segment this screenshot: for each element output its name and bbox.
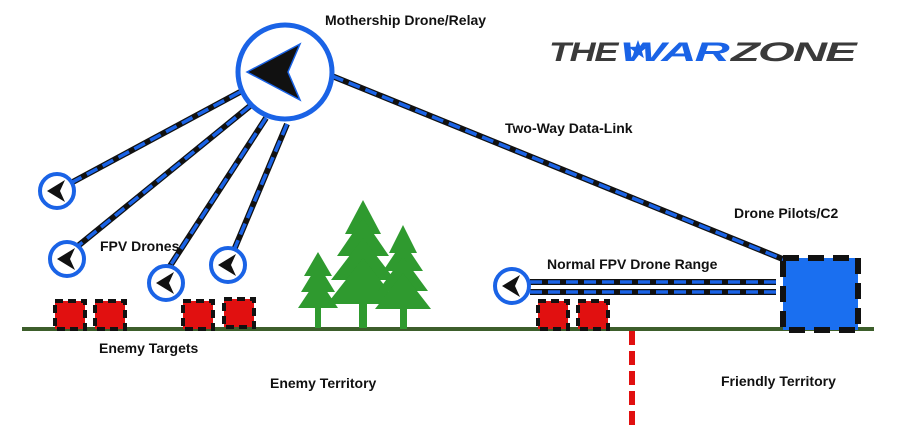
datalink-drone-2 (71, 103, 252, 253)
fpv-drone-icon (48, 240, 86, 278)
pine-tree-icon (327, 200, 399, 328)
enemy-target-icon (536, 299, 570, 331)
label-enemy-targets: Enemy Targets (99, 340, 199, 356)
pine-tree-icon (375, 225, 431, 329)
enemy-targets (53, 297, 610, 331)
label-datalink: Two-Way Data-Link (505, 120, 633, 136)
normal-range-link (530, 279, 776, 295)
command-post-icon (780, 255, 861, 333)
fpv-drone-icon (147, 264, 185, 302)
logo-part-the: THE (549, 37, 620, 67)
pine-tree-icon (298, 252, 338, 328)
logo-part-war: WAR (620, 37, 731, 67)
fpv-drone-icon (38, 172, 76, 210)
logo-part-zone: ZONE (729, 37, 858, 67)
datalink-drone-1 (67, 89, 242, 187)
enemy-target-icon (181, 299, 215, 331)
enemy-target-icon (93, 299, 127, 331)
label-pilots: Drone Pilots/C2 (734, 205, 838, 221)
data-links (67, 73, 792, 295)
label-fpv-drones: FPV Drones (100, 238, 180, 254)
label-friendly-territory: Friendly Territory (721, 373, 836, 389)
fpv-drone-icon (493, 267, 531, 305)
datalink-drone-3 (167, 116, 269, 268)
datalink-main (330, 73, 792, 265)
label-normal-range: Normal FPV Drone Range (547, 256, 718, 272)
logo-star-icon (628, 40, 648, 59)
label-enemy-territory: Enemy Territory (270, 375, 377, 391)
enemy-target-icon (53, 299, 87, 331)
thewarzone-logo: THE WAR ZONE (549, 37, 859, 67)
label-mothership: Mothership Drone/Relay (325, 12, 486, 28)
enemy-target-icon (576, 299, 610, 331)
enemy-target-icon (222, 297, 256, 329)
mothership-drone-icon (235, 22, 335, 122)
fpv-drone-icon (209, 246, 247, 284)
datalink-drone-4 (231, 122, 290, 252)
